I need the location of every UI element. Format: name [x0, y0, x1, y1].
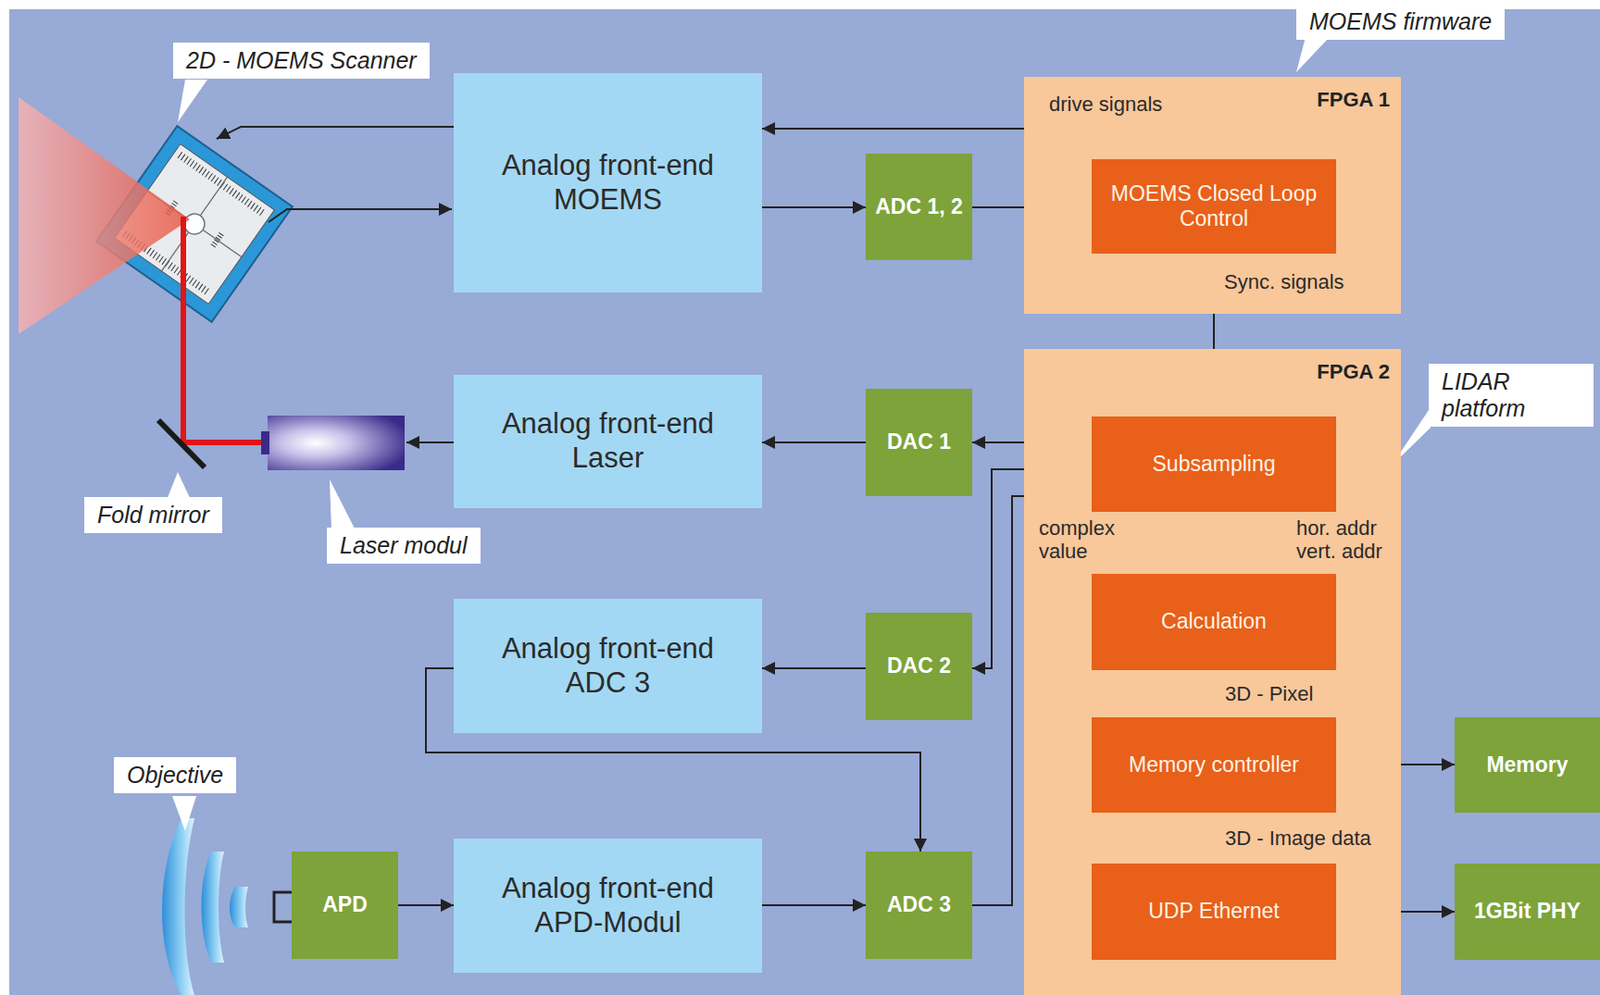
objective-lens [229, 887, 249, 928]
callout-label: Objective [113, 757, 237, 794]
signal-label: complex value [1038, 516, 1130, 564]
firmware-block: Calculation [1091, 574, 1337, 671]
node-text: MOEMS Closed Loop Control [1102, 181, 1325, 232]
phy-box: 1GBit PHY [1454, 863, 1600, 961]
node-text: 1GBit PHY [1474, 899, 1581, 925]
fold-mirror [158, 420, 205, 468]
node-text: UDP Ethernet [1148, 899, 1279, 925]
front-end-box: Analog front-end APD-Modul [453, 838, 763, 974]
signal-label: hor. addr vert. addr [1296, 516, 1399, 564]
node-text: APD [322, 892, 368, 918]
converter-box: DAC 1 [865, 388, 973, 497]
laser-beam [183, 216, 269, 443]
connector [762, 667, 866, 670]
firmware-block: UDP Ethernet [1091, 863, 1337, 961]
objective-lens [201, 851, 225, 963]
node-text: Analog front-end MOEMS [483, 149, 734, 217]
front-end-box: Analog front-end Laser [453, 375, 763, 509]
converter-box: ADC 3 [865, 851, 973, 960]
connector [762, 206, 866, 209]
signal-label: drive signals [1049, 92, 1163, 116]
node-text: FPGA 1 [1316, 87, 1390, 113]
node-text: Analog front-end ADC 3 [483, 632, 734, 700]
signal-label: 3D - Image data [1225, 826, 1372, 850]
node-text: Analog front-end APD-Modul [483, 872, 734, 940]
node-text: Memory controller [1128, 752, 1300, 778]
callout-tail [166, 472, 191, 500]
scan-beam [18, 97, 190, 335]
signal-label: Sync. signals [1224, 270, 1345, 294]
laser-wire [406, 441, 454, 444]
callout-label: Laser modul [326, 527, 481, 564]
laser-module-nose [261, 431, 270, 455]
callout-tail [329, 479, 356, 531]
callout-label: LIDAR platform [1428, 363, 1594, 427]
apd-bracket [274, 892, 292, 923]
callout-tail [172, 796, 197, 832]
drive-wire [216, 126, 454, 139]
callout-label: Fold mirror [84, 497, 223, 534]
node-text: FPGA 2 [1316, 360, 1390, 385]
connector [398, 904, 454, 907]
converter-box: ADC 1, 2 [865, 153, 973, 261]
firmware-block: Memory controller [1091, 717, 1337, 813]
firmware-block: MOEMS Closed Loop Control [1091, 159, 1337, 254]
node-text: Calculation [1161, 609, 1267, 635]
laser-module [267, 415, 405, 471]
callout-label: 2D - MOEMS Scanner [173, 42, 430, 79]
connector [762, 904, 866, 907]
node-text: Memory [1486, 752, 1568, 778]
node-text: DAC 2 [887, 653, 951, 679]
converter-box: DAC 2 [865, 612, 973, 721]
callout-tail [1296, 37, 1330, 73]
sense-wire [268, 209, 452, 223]
node-text: ADC 3 [887, 892, 951, 918]
callout-tail [177, 79, 208, 123]
connector [762, 441, 866, 444]
firmware-block: Subsampling [1091, 416, 1337, 513]
signal-label: 3D - Pixel [1225, 682, 1313, 706]
node-text: Analog front-end Laser [483, 407, 734, 475]
fpga-panel: FPGA 2 SubsamplingCalculationMemory contr… [1024, 349, 1401, 995]
node-text: ADC 1, 2 [875, 194, 963, 220]
front-end-box: Analog front-end MOEMS [453, 73, 763, 293]
detector-box: APD [291, 851, 399, 960]
background [9, 9, 1600, 995]
callout-label: MOEMS firmware [1296, 3, 1505, 40]
front-end-box: Analog front-end ADC 3 [453, 599, 763, 734]
objective-lens [162, 818, 195, 995]
memory-box: Memory [1454, 717, 1600, 813]
node-text: Subsampling [1152, 451, 1276, 477]
node-text: DAC 1 [887, 429, 951, 455]
